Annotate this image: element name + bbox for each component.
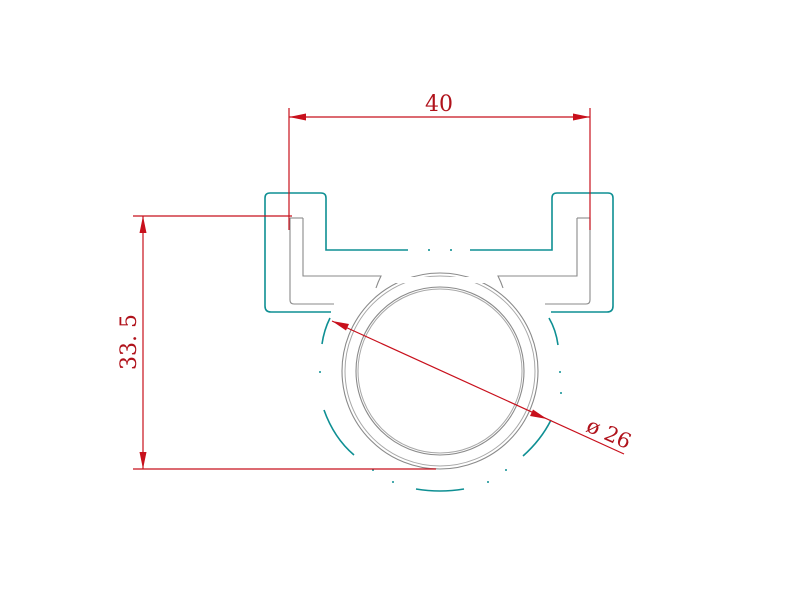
width-dimension-label: 40 (425, 92, 453, 117)
height-arrow-bottom (139, 452, 147, 469)
dimension-width: 40 (288, 92, 591, 230)
tube-outer-arc-right-lower (522, 419, 552, 457)
profile-outline-right (470, 192, 614, 313)
tube-outer-arc-left-lower (323, 409, 355, 456)
outline-dot-5 (392, 481, 394, 483)
neck-mask (384, 277, 496, 283)
inner-edge-right-2 (497, 218, 578, 289)
inner-edge-left (289, 218, 334, 305)
diameter-leader-line (331, 320, 625, 455)
outline-dot-2 (559, 371, 561, 373)
tube-outer-arc-left (321, 317, 331, 345)
profile-outline (264, 192, 614, 492)
tube-outer-arc-bottom (415, 488, 465, 492)
diameter-arrow-start (332, 321, 349, 331)
tube-outer-arc-right (548, 317, 559, 346)
tube-inner-ring (355, 286, 525, 456)
outline-dot-4 (505, 469, 507, 471)
outline-dot-6 (487, 481, 489, 483)
height-arrow-top (139, 216, 147, 233)
height-dimension-label: 33. 5 (117, 314, 142, 370)
width-arrow-left (289, 113, 306, 121)
diameter-dimension-label: ø 26 (583, 413, 635, 454)
profile-outline-left (264, 192, 408, 313)
width-arrow-right (573, 113, 590, 121)
tube-inner-ring-2 (357, 288, 523, 454)
outline-dot-1 (319, 371, 321, 373)
outline-dot-7 (560, 392, 562, 394)
diameter-arrow-end (530, 409, 547, 419)
dimension-height: 33. 5 (117, 215, 436, 470)
dimension-diameter: ø 26 (331, 320, 635, 455)
tube-outer-ring-2 (344, 275, 536, 467)
profile-inner-edges (289, 217, 591, 470)
inner-edge-right (545, 218, 591, 305)
inner-edge-left-2 (302, 218, 382, 289)
tube-outer-ring (341, 272, 539, 470)
